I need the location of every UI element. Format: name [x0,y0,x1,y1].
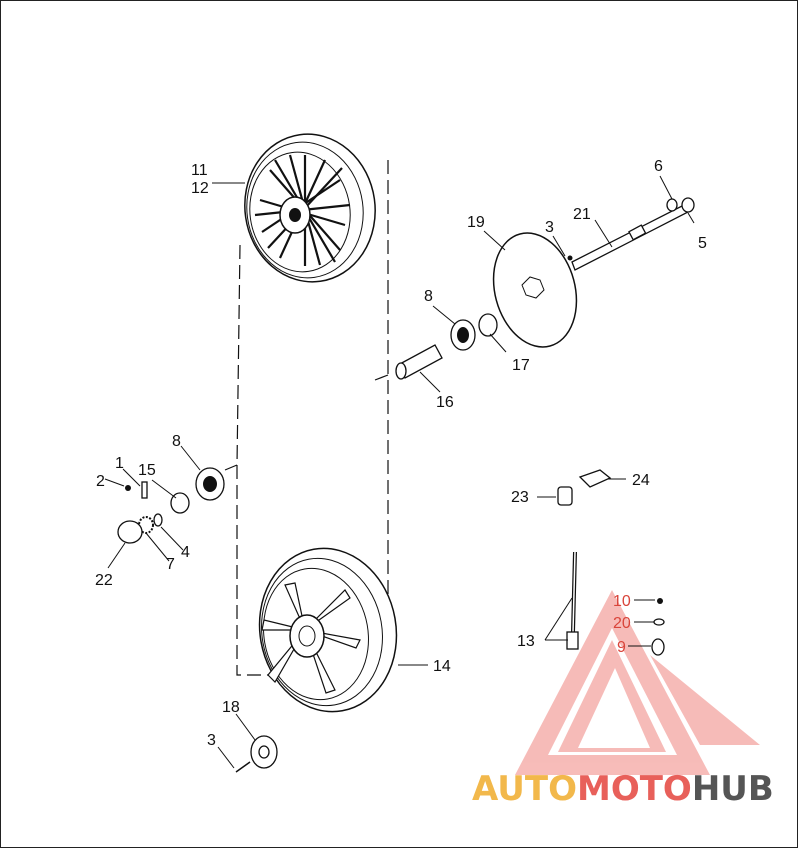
spoke-wheel [244,133,376,283]
callout-16: 16 [436,394,454,411]
watermark-moto: MOTO [577,769,692,809]
callout-19: 19 [467,214,485,231]
callout-4: 4 [181,544,190,561]
callout-1: 1 [115,455,124,472]
callout-21: 21 [573,206,591,223]
callout-9: 9 [617,639,626,656]
brake-rotor [492,232,578,348]
callout-12: 12 [191,180,209,197]
parts [117,198,678,773]
watermark-text: AUTOMOTOHUB [472,769,774,809]
callout-8-upper: 8 [424,288,433,305]
callout-2: 2 [96,473,105,490]
axle [571,197,695,271]
cast-wheel [258,547,398,713]
callout-18: 18 [222,699,240,716]
callout-6: 6 [654,158,663,175]
callout-17: 17 [512,357,530,374]
watermark-hub: HUB [692,769,774,809]
watermark-auto: AUTO [472,769,577,809]
leader-lines [104,175,695,769]
callout-labels: 11 12 19 3 21 6 5 8 17 16 8 1 15 2 4 7 2… [95,158,707,749]
callout-11: 11 [191,162,208,179]
callout-3-upper: 3 [545,219,554,236]
callout-5: 5 [698,235,707,252]
callout-15: 15 [138,462,156,479]
callout-22: 22 [95,572,113,589]
callout-23: 23 [511,489,529,506]
callout-24: 24 [632,472,650,489]
callout-13: 13 [517,633,535,650]
callout-7: 7 [166,556,175,573]
watermark-logo [515,590,760,775]
callout-20: 20 [613,615,631,632]
callout-10: 10 [613,593,631,610]
callout-3-lower: 3 [207,732,216,749]
callout-14: 14 [433,658,451,675]
callout-8-lower: 8 [172,433,181,450]
